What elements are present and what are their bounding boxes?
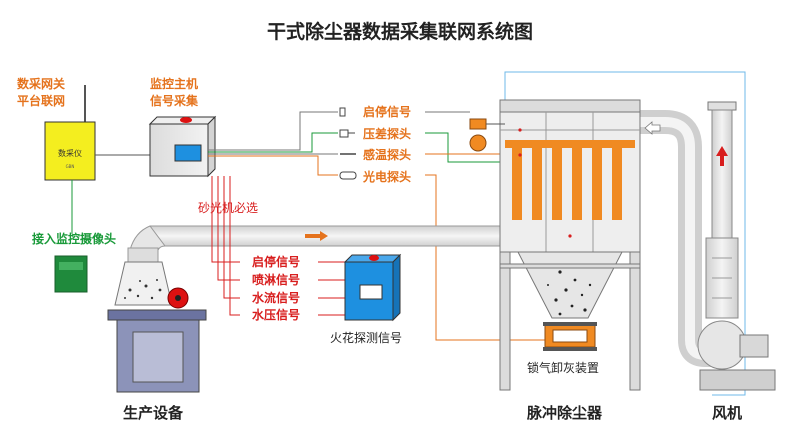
signal-top-pressure: 压差探头: [363, 126, 411, 141]
airflow-arrow-icon: [305, 231, 328, 241]
valve-label: 锁气卸灰装置: [527, 360, 599, 375]
diagram-title: 干式除尘器数据采集联网系统图: [267, 20, 533, 43]
fan-base: [699, 369, 776, 391]
chimney-cap: [707, 101, 737, 111]
exhaust-arrow-icon: [644, 121, 661, 135]
start-stop-sensor-icon: [339, 107, 346, 117]
collector-cap: [499, 99, 641, 113]
collector-hopper: [517, 251, 623, 319]
exhaust-duct: [640, 110, 712, 367]
host-box-side-right: [207, 115, 216, 178]
host-label-line2: 信号采集: [150, 93, 199, 108]
gateway-label-line2: 平台联网: [17, 93, 65, 108]
fan-housing: [697, 320, 747, 370]
pressure-sensor-icon: [339, 129, 349, 138]
spark-detector-screen: [359, 284, 383, 300]
bottom-signal-wires: [211, 176, 345, 316]
signal-bottom-water-pressure: 水压信号: [252, 307, 300, 322]
hopper-dust: [547, 270, 592, 316]
pulse-valve-icon: [469, 134, 487, 152]
spark-label: 火花探测信号: [330, 330, 402, 345]
signal-bottom-water-flow: 水流信号: [252, 290, 300, 305]
fan-motor: [739, 334, 769, 358]
label-to-collector-wires: [425, 111, 545, 341]
photo-sensor-icon: [339, 171, 357, 180]
signal-points: [518, 128, 572, 238]
caption-collector: 脉冲除尘器: [526, 404, 603, 422]
signal-top-start-stop: 启停信号: [363, 104, 411, 119]
daq-sublabel: GBN: [66, 164, 75, 169]
signal-top-temperature: 感温探头: [363, 147, 411, 162]
signal-top-photo: 光电探头: [362, 169, 411, 184]
caption-fan: 风机: [712, 404, 742, 422]
sander-label: 砂光机必选: [198, 201, 258, 215]
camera-label: 接入监控摄像头: [32, 231, 116, 246]
spark-indicator-light: [369, 255, 379, 261]
sensor-icons: [339, 107, 357, 180]
top-signal-wires: [208, 111, 338, 176]
host-screen: [174, 144, 202, 162]
pulse-valve-head: [469, 118, 487, 130]
chimney: [711, 109, 733, 239]
dust-particles: [124, 279, 162, 300]
collector-legs: [499, 251, 641, 391]
production-base-top: [107, 309, 207, 321]
host-indicator-light: [180, 117, 192, 123]
caption-production: 生产设备: [123, 404, 184, 422]
hood-neck: [127, 247, 159, 263]
chimney-arrow-icon: [716, 146, 728, 166]
camera-box: [54, 255, 88, 293]
blue-cable: [504, 71, 746, 396]
gateway-label-line1: 数采网关: [17, 76, 65, 91]
signal-bottom-start-stop: 启停信号: [252, 254, 300, 269]
production-machine-panel: [132, 331, 184, 383]
signal-bottom-spray: 喷淋信号: [252, 272, 300, 287]
fan-ribs: [712, 257, 732, 299]
daq-box: [44, 121, 96, 181]
daq-label: 数采仪: [58, 148, 82, 158]
host-label-line1: 监控主机: [150, 76, 198, 91]
dust-hood: [114, 261, 173, 306]
spark-detector-side: [392, 253, 401, 322]
filter-bags: [505, 140, 635, 220]
camera-box-highlight: [59, 262, 83, 270]
